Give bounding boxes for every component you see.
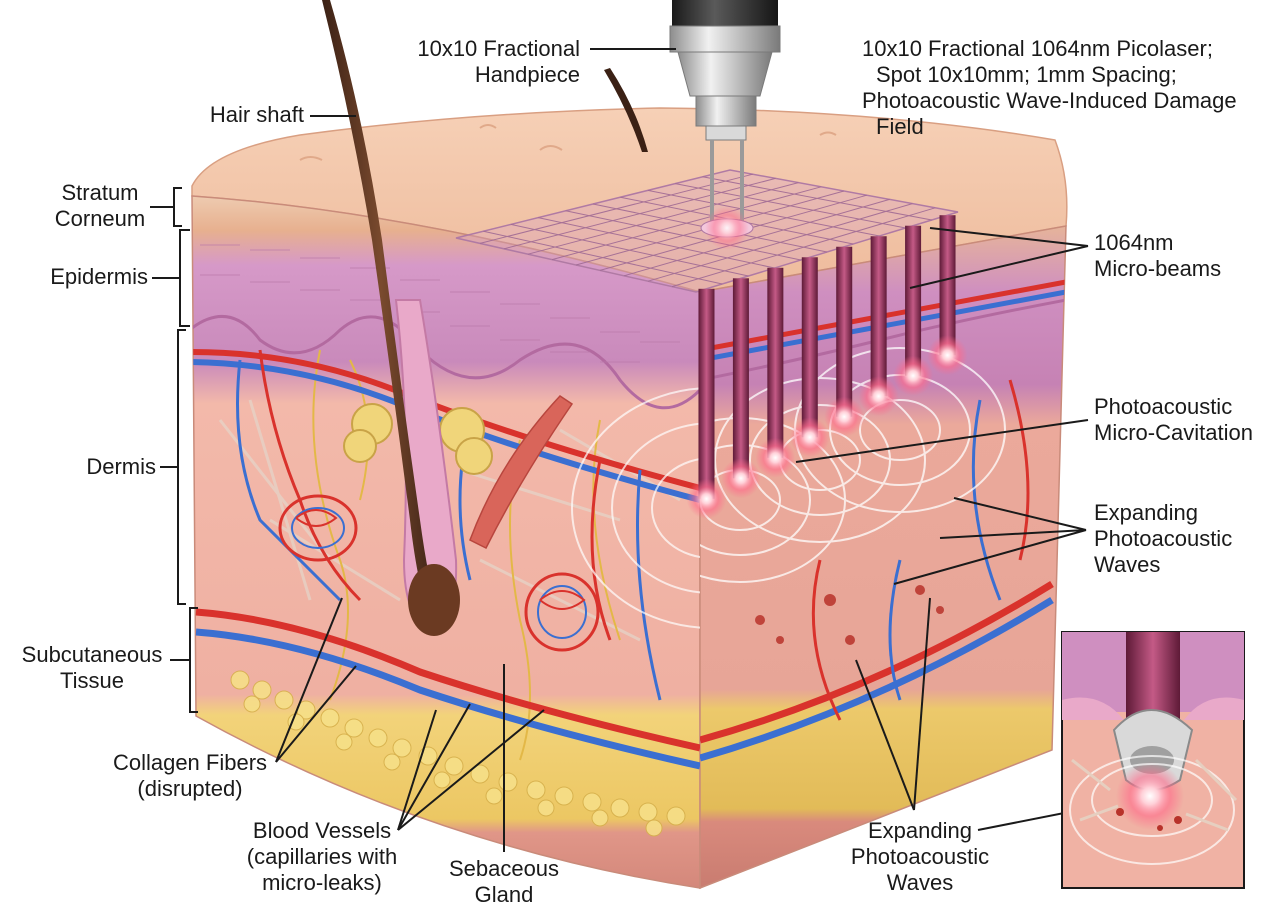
label-laser-specs: 10x10 Fractional 1064nm Picolaser; Spot … (862, 36, 1237, 139)
cavitation-glow (755, 437, 796, 478)
handpiece-device (669, 0, 781, 250)
front-wave-rings (571, 387, 700, 629)
cavitation-inset (1061, 631, 1245, 889)
cavitation-glow (927, 335, 968, 376)
micro-beam (732, 278, 749, 479)
grid-line (623, 198, 890, 277)
capillary-cluster (278, 494, 358, 562)
cavitation-glow (789, 417, 830, 458)
label-collagen: Collagen Fibers(disrupted) (112, 750, 268, 801)
label-hair-shaft: Hair shaft (209, 102, 304, 127)
grid-line (647, 203, 913, 282)
micro-beam (801, 257, 818, 438)
lower-artery (195, 608, 700, 752)
front-internals (192, 244, 700, 837)
small-hair (604, 68, 648, 152)
hair-bulb (408, 564, 460, 636)
arrector-pili-muscle (469, 395, 574, 550)
cavitation-glow (720, 458, 761, 499)
hair-shaft-shape (322, 0, 440, 624)
micro-beam (939, 215, 956, 356)
micro-beam (698, 288, 715, 499)
capillary-cluster (524, 572, 600, 652)
grid-line (647, 189, 880, 237)
sebaceous-gland-shape (343, 403, 493, 475)
label-dermis: Dermis (86, 454, 156, 479)
micro-beam (836, 246, 853, 417)
label-epidermis: Epidermis (50, 264, 148, 289)
cavitation-glow (824, 396, 865, 437)
layer-brackets (150, 187, 198, 713)
micro-beams-group (686, 215, 968, 519)
micro-beam (767, 267, 784, 458)
cavitation-glow (893, 355, 934, 396)
grid-line (671, 207, 936, 288)
callout-lines (275, 48, 1131, 852)
micro-beam (870, 236, 887, 397)
cavitation-glow (686, 478, 727, 519)
micro-beam (905, 225, 922, 376)
cavitation-glow (858, 376, 899, 417)
lower-vein (195, 628, 700, 770)
